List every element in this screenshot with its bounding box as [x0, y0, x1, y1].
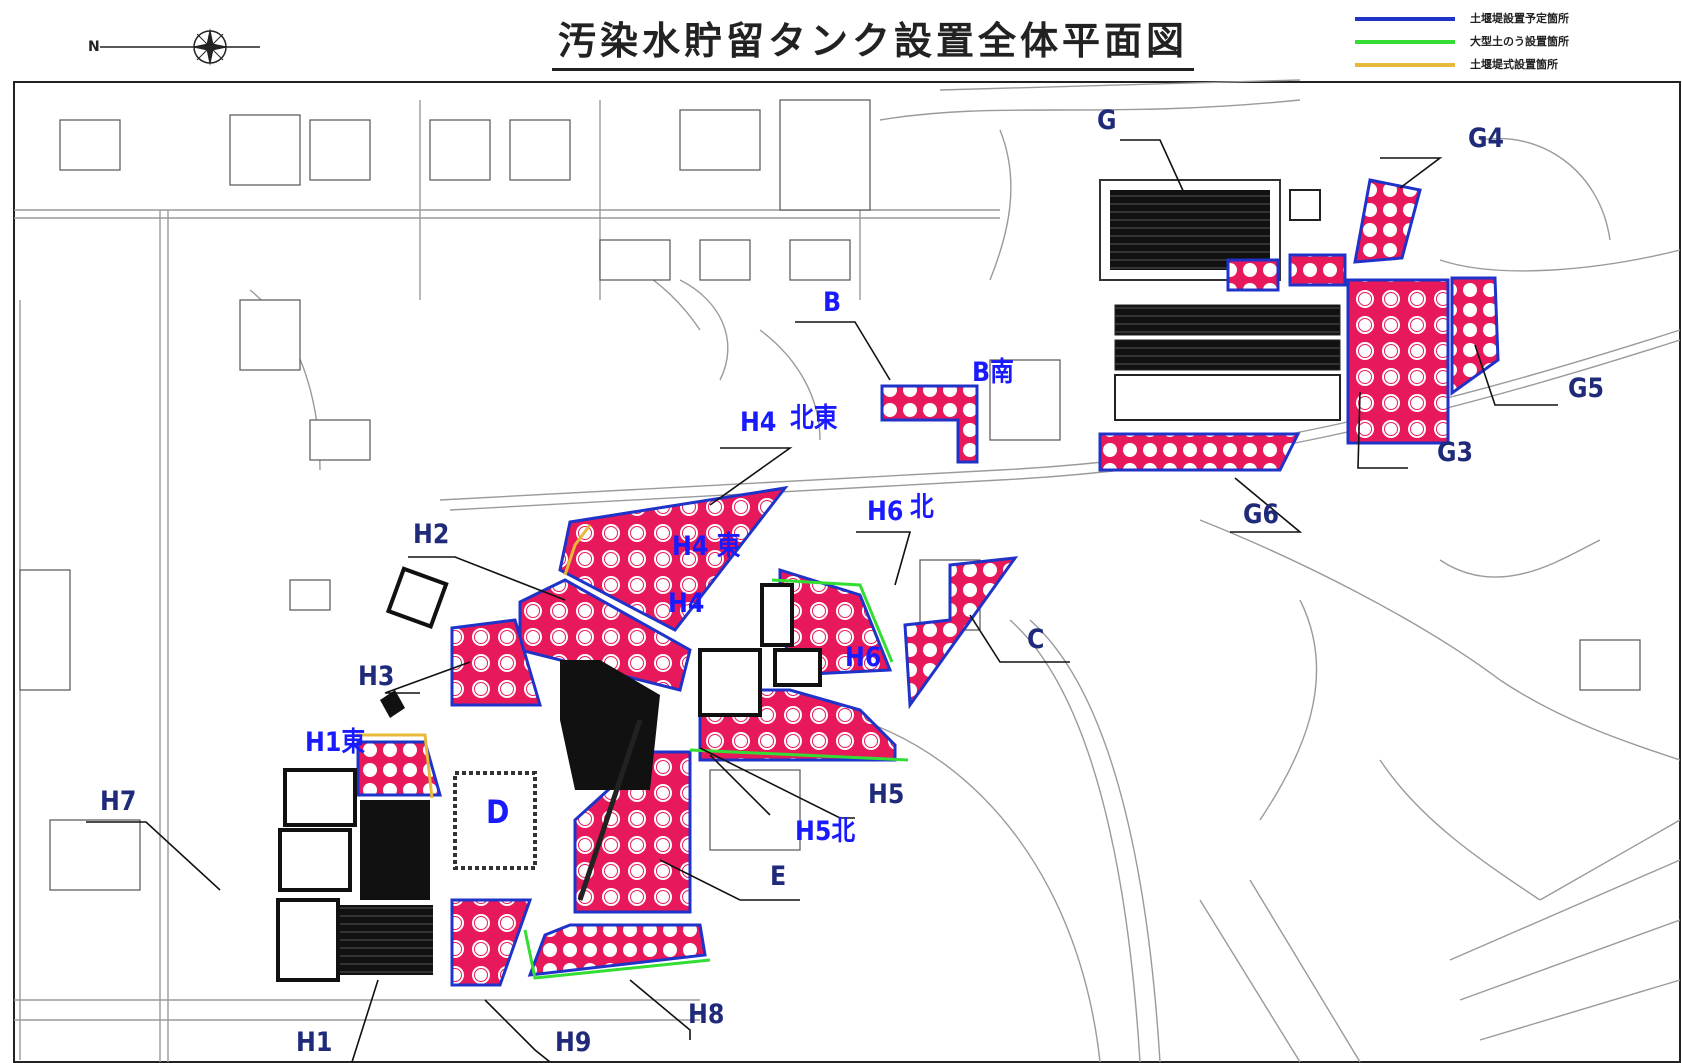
- label-h3: H3: [358, 661, 395, 692]
- label-g5: G5: [1568, 373, 1605, 404]
- label-h9: H9: [555, 1027, 592, 1058]
- tank-area-b: [880, 384, 979, 464]
- tank-area-e: [573, 750, 692, 914]
- label-d: D: [486, 793, 510, 831]
- tank-area-g-south-2: [1288, 253, 1347, 287]
- legend-line-orange: [1355, 63, 1455, 67]
- compass-north-label: N: [88, 39, 100, 55]
- label-h5: H5: [868, 779, 905, 810]
- label-h4-northeast-num: H4: [740, 407, 777, 438]
- map-frame: [13, 81, 1681, 1063]
- g-area-facility: [1099, 179, 1341, 421]
- tank-area-g5: [1450, 276, 1500, 396]
- legend: 土堰堤設置予定箇所 大型土のう設置箇所 土堰堤式設置箇所: [1355, 8, 1655, 78]
- label-g3: G3: [1437, 437, 1474, 468]
- leader-lines: [86, 139, 1558, 1063]
- legend-line-green: [1355, 40, 1455, 44]
- tank-area-h4: [558, 485, 789, 632]
- legend-label: 土堰堤式設置箇所: [1470, 58, 1558, 71]
- label-h7: H7: [100, 786, 137, 817]
- label-g: G: [1097, 105, 1117, 136]
- legend-row-sandbag: 大型土のう設置箇所: [1355, 31, 1655, 51]
- black-facilities: [276, 566, 822, 982]
- legend-label: 土堰堤設置予定箇所: [1470, 12, 1569, 25]
- tank-area-h1-east: [356, 740, 442, 797]
- tank-area-g3: [1346, 278, 1450, 445]
- label-b-south: B南: [972, 357, 1014, 388]
- legend-row-embankment-type: 土堰堤式設置箇所: [1355, 54, 1655, 74]
- tank-area-g4: [1353, 178, 1422, 264]
- label-h4-east: H4 東: [672, 531, 741, 562]
- label-g6: G6: [1243, 499, 1280, 530]
- tank-area-h3: [450, 618, 543, 707]
- north-arrow-icon: N: [88, 20, 260, 80]
- label-h1: H1: [296, 1027, 333, 1058]
- label-c: C: [1027, 624, 1045, 655]
- legend-label: 大型土のう設置箇所: [1470, 35, 1569, 48]
- tank-area-h9: [450, 898, 533, 987]
- label-g4: G4: [1468, 123, 1505, 154]
- label-h6: H6: [845, 642, 882, 673]
- label-h5-north: H5北: [795, 816, 856, 847]
- map-title: 汚染水貯留タンク設置全体平面図: [552, 18, 1195, 71]
- label-b: B: [823, 287, 842, 318]
- label-h8: H8: [688, 999, 725, 1030]
- dike-outlines: [356, 524, 909, 980]
- label-h1-east: H1東: [305, 727, 366, 758]
- label-e: E: [770, 861, 787, 892]
- background-linework: [14, 79, 1681, 1063]
- label-h6-north: 北: [910, 492, 934, 523]
- label-h4: H4: [668, 588, 705, 619]
- label-h4-northeast: 北東: [790, 403, 838, 434]
- tank-area-c: [903, 556, 1019, 710]
- plant-buildings: [19, 99, 1641, 891]
- tank-area-h8: [527, 923, 707, 977]
- legend-row-embankment-planned: 土堰堤設置予定箇所: [1355, 8, 1655, 28]
- label-h2: H2: [413, 519, 450, 550]
- tank-area-g6: [1098, 432, 1301, 472]
- tank-area-g-south-1: [1226, 258, 1280, 292]
- label-h6-north-num: H6: [867, 496, 904, 527]
- legend-line-blue: [1355, 17, 1455, 21]
- tank-areas: [356, 178, 1500, 987]
